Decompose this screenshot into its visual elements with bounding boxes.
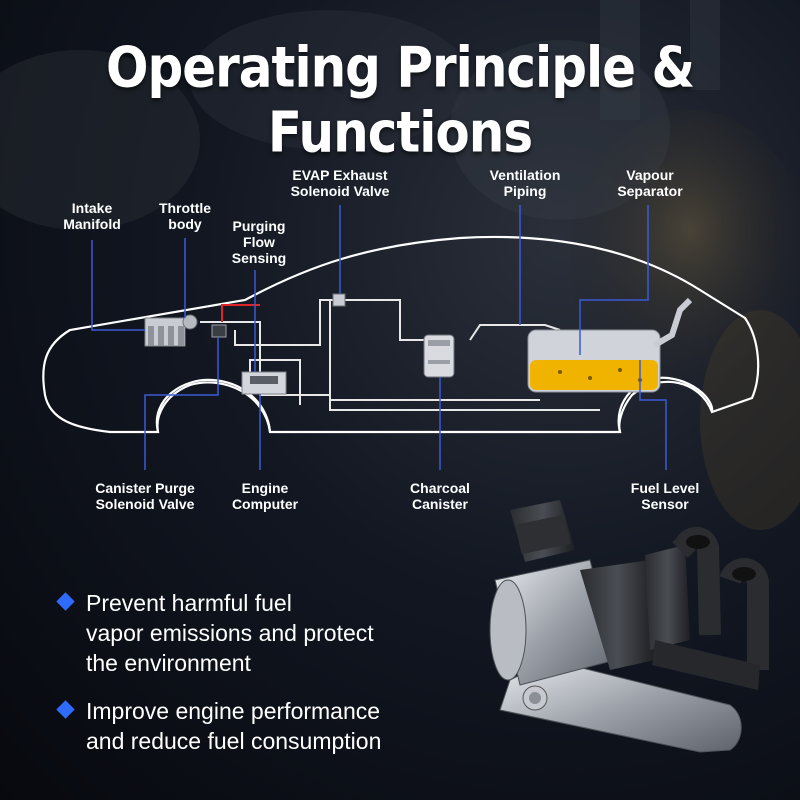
charcoal-canister-part [423,334,455,378]
purge-solenoid-part [211,324,227,338]
evap-valve-part [332,293,346,307]
feature-list: Prevent harmful fuel vapor emissions and… [56,588,496,774]
filler-neck [653,297,693,348]
blue-diamond-icon [56,592,75,611]
intake-manifold-part [144,317,186,347]
fuel-tank-part [527,329,661,393]
signal-wire [221,304,260,322]
page-title: Operating Principle & Functions [105,35,695,165]
engine-computer-part [241,371,287,395]
leader-lines [91,205,667,470]
feature-item: Prevent harmful fuel vapor emissions and… [56,588,496,678]
purge-valve-product-image [489,500,769,753]
front-wheel-arch [155,378,272,433]
throttle-body-part [182,314,198,330]
rear-wheel-arch [617,376,714,433]
feature-item: Improve engine performance and reduce fu… [56,696,496,756]
blue-diamond-icon [56,700,75,719]
